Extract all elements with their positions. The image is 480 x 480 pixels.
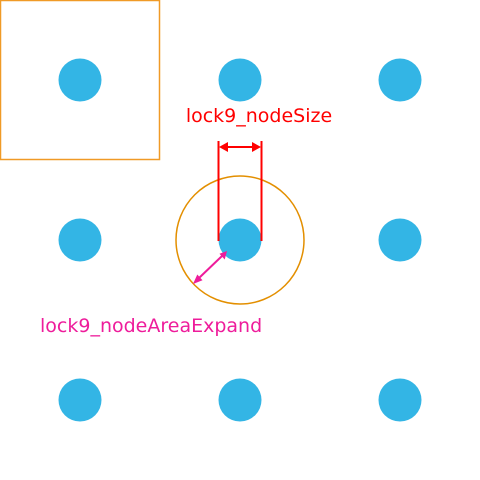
pattern-node-1	[58, 58, 102, 102]
pattern-node-9	[378, 378, 422, 422]
pattern-node-7	[58, 378, 102, 422]
area-expand-annotation: lock9_nodeAreaExpand	[40, 251, 262, 337]
pattern-node-2	[218, 58, 262, 102]
node-area-circle	[175, 175, 305, 305]
pattern-node-8	[218, 378, 262, 422]
area-expand-dimension-line	[198, 255, 223, 279]
node-size-left-arrowhead	[219, 142, 228, 152]
node-grid	[58, 58, 422, 422]
cell-frame	[0, 0, 161, 161]
area-expand-outer-arrowhead	[193, 274, 203, 284]
pattern-node-4	[58, 218, 102, 262]
pattern-node-5	[218, 218, 262, 262]
pattern-node-3	[378, 58, 422, 102]
area-expand-inner-arrowhead	[219, 251, 227, 260]
area-expand-label: lock9_nodeAreaExpand	[40, 315, 262, 337]
node-size-right-arrowhead	[252, 142, 261, 152]
node-size-label: lock9_nodeSize	[186, 105, 332, 127]
node-size-annotation: lock9_nodeSize	[186, 105, 332, 241]
pattern-node-6	[378, 218, 422, 262]
